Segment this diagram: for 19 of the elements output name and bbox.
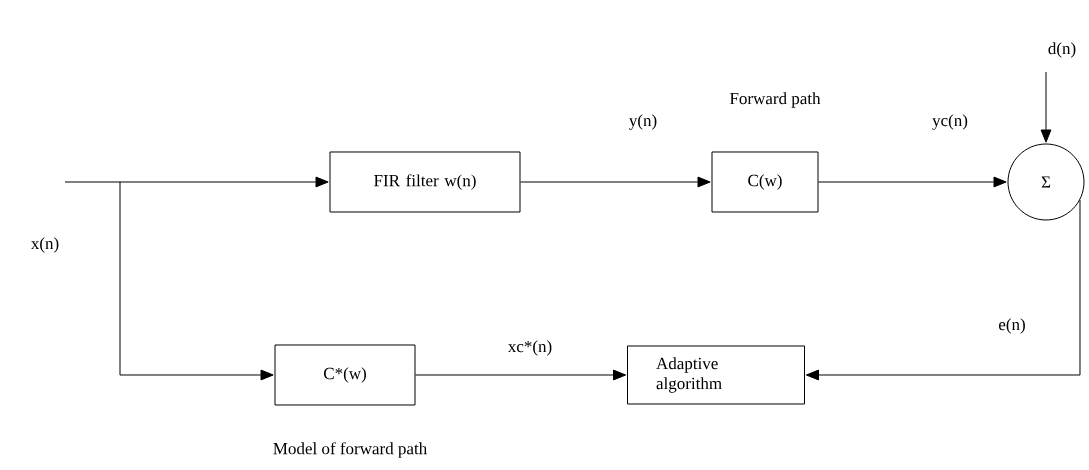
arrow: [1040, 71, 1052, 143]
signal-label: Model of forward path: [273, 442, 427, 458]
edge-label: yc(n): [931, 113, 969, 131]
signal-label: x(n): [31, 237, 59, 253]
edge-label: d(n): [1046, 41, 1078, 59]
arrow: [119, 181, 274, 381]
process-box: Adaptive algorithm: [627, 345, 805, 405]
arrow: [805, 199, 1081, 381]
arrow: [520, 176, 711, 188]
signal-label: Forward path: [729, 92, 821, 108]
process-box: C(w): [711, 151, 819, 213]
process-box: FIR filter w(n): [329, 151, 521, 213]
edge-label: xc*(n): [506, 339, 554, 357]
arrow: [64, 176, 329, 188]
edge-label: e(n): [997, 317, 1027, 335]
arrow: [818, 176, 1007, 188]
process-box: C*(w): [274, 344, 416, 406]
arrow: [415, 369, 627, 381]
edge-label: y(n): [627, 113, 659, 131]
